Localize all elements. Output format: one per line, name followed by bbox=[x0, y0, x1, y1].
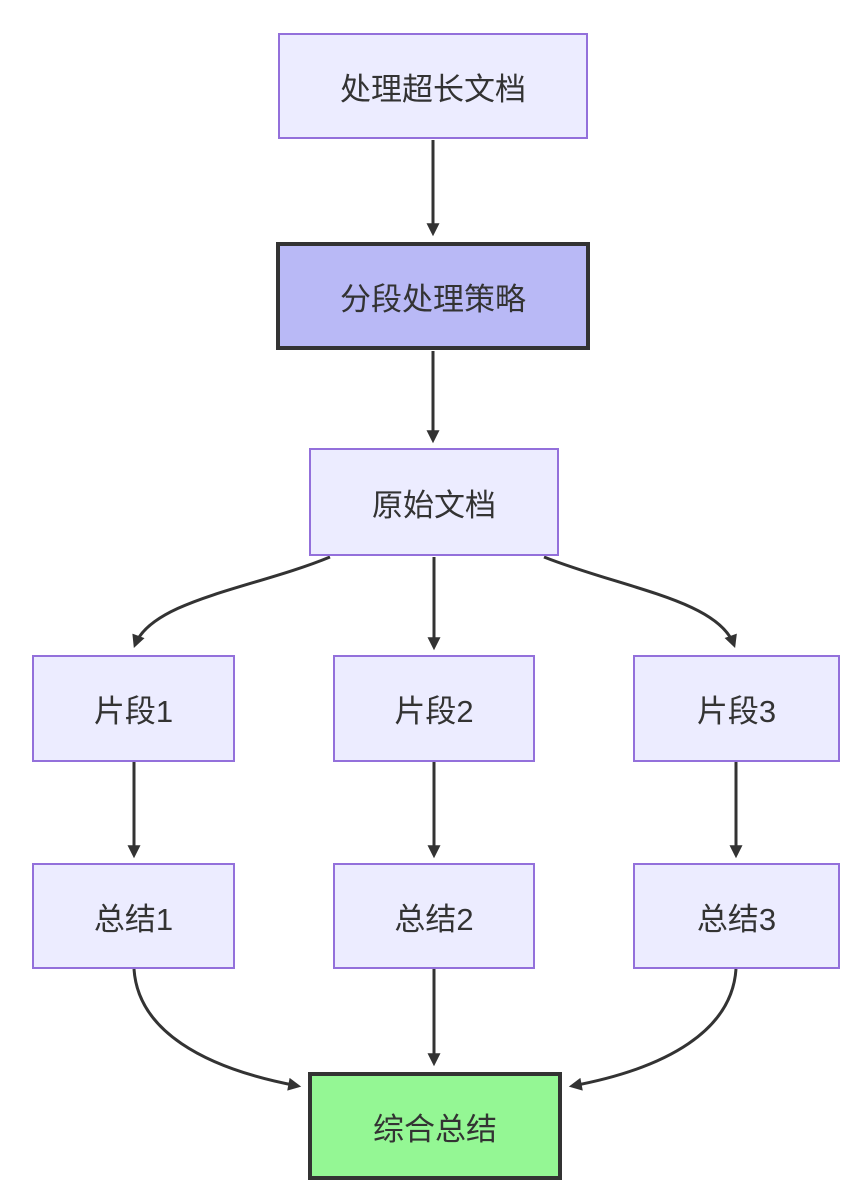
node-label: 总结1 bbox=[93, 901, 174, 937]
node-segmentation-strategy: 分段处理策略 bbox=[276, 242, 590, 350]
node-segment-2: 片段2 bbox=[333, 655, 535, 762]
edge-original-seg3 bbox=[543, 555, 737, 649]
node-segment-1: 片段1 bbox=[32, 655, 235, 762]
node-label: 分段处理策略 bbox=[340, 281, 526, 317]
node-summary-2: 总结2 bbox=[333, 863, 535, 969]
edge-sum3-final bbox=[568, 968, 738, 1091]
edge-sum1-final bbox=[132, 968, 302, 1091]
node-summary-3: 总结3 bbox=[633, 863, 840, 969]
node-process-long-document: 处理超长文档 bbox=[278, 33, 588, 139]
node-label: 处理超长文档 bbox=[340, 71, 526, 107]
node-segment-3: 片段3 bbox=[633, 655, 840, 762]
node-label: 片段3 bbox=[696, 694, 777, 729]
node-label: 片段1 bbox=[93, 694, 174, 729]
node-label: 总结3 bbox=[696, 901, 777, 937]
node-summary-1: 总结1 bbox=[32, 863, 235, 969]
node-combined-summary: 综合总结 bbox=[308, 1072, 562, 1180]
node-original-document: 原始文档 bbox=[309, 448, 559, 556]
node-label: 片段2 bbox=[394, 694, 474, 729]
edge-original-seg1 bbox=[132, 555, 331, 649]
node-label: 综合总结 bbox=[373, 1111, 497, 1147]
node-label: 总结2 bbox=[394, 901, 474, 937]
node-label: 原始文档 bbox=[372, 487, 496, 523]
